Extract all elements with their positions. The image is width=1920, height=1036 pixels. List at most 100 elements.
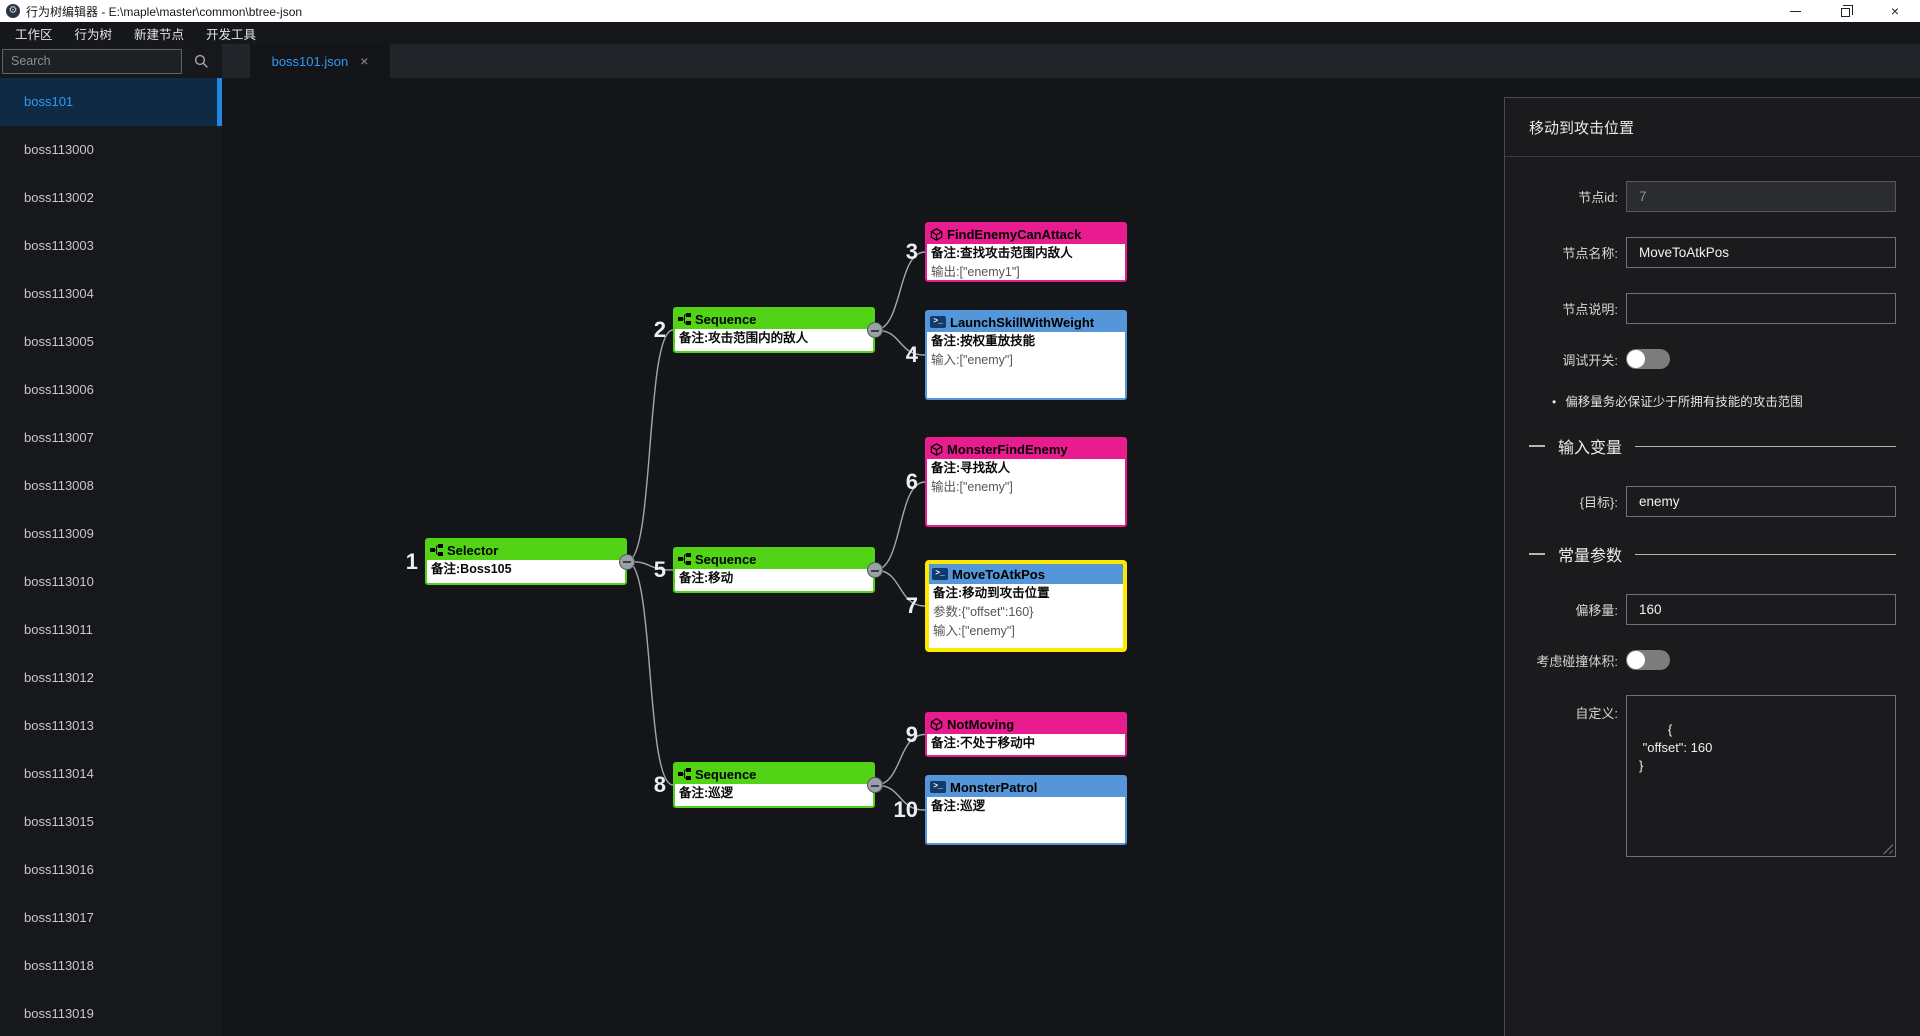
node-header: Sequence (675, 309, 873, 329)
offset-field[interactable] (1626, 594, 1896, 625)
collapse-connector-icon[interactable] (867, 322, 883, 338)
node-name-field[interactable] (1626, 237, 1896, 268)
node-order-number: 5 (653, 557, 666, 582)
node-header: >_MoveToAtkPos (929, 564, 1123, 584)
debug-toggle-label: 调试开关: (1562, 352, 1618, 368)
node-body: 备注:巡逻 (675, 784, 873, 803)
resize-grip-icon[interactable] (1883, 844, 1893, 854)
close-icon: × (1890, 3, 1900, 19)
sidebar-item-boss113018[interactable]: boss113018 (24, 958, 94, 973)
sidebar-item-boss113015[interactable]: boss113015 (24, 814, 94, 829)
action-node-icon: >_ (930, 781, 946, 793)
collapse-connector-icon[interactable] (867, 777, 883, 793)
input-vars-title: 输入变量 (1558, 440, 1623, 457)
sidebar-item-boss113008[interactable]: boss113008 (24, 478, 94, 493)
node-order-number: 9 (905, 721, 918, 747)
search-button[interactable] (182, 48, 220, 74)
sidebar-item-boss113009[interactable]: boss113009 (24, 526, 94, 541)
node-header: Sequence (675, 764, 873, 784)
target-row: {目标}: (1505, 486, 1896, 517)
collapse-connector-icon[interactable] (867, 562, 883, 578)
minimize-button[interactable] (1770, 0, 1820, 22)
bullet-icon: • (1552, 395, 1557, 409)
node-order-number: 7 (905, 593, 918, 618)
tab-close-icon[interactable]: × (360, 53, 369, 69)
node-line: 输出:["enemy"] (931, 480, 1013, 494)
restore-button[interactable] (1820, 0, 1870, 22)
menu-new-node[interactable]: 新建节点 (134, 27, 185, 42)
sidebar-item-boss113010[interactable]: boss113010 (24, 574, 94, 589)
node-name-row: 节点名称: (1505, 237, 1896, 268)
node-body: 备注:攻击范围内的敌人 (675, 329, 873, 348)
sidebar-item-boss113012[interactable]: boss113012 (24, 670, 94, 685)
node-title: MonsterFindEnemy (947, 441, 1068, 457)
restore-icon (1840, 4, 1853, 17)
node-id-label: 节点id: (1578, 190, 1618, 205)
sidebar-item-boss113014[interactable]: boss113014 (24, 766, 94, 781)
sidebar-item-boss113003[interactable]: boss113003 (24, 238, 94, 253)
node-order-number: 4 (905, 342, 918, 367)
search-input[interactable] (2, 48, 182, 74)
node-title: FindEnemyCanAttack (947, 226, 1082, 242)
sidebar-item-boss113011[interactable]: boss113011 (24, 622, 93, 637)
custom-json-text: { "offset": 160 } (1639, 722, 1713, 773)
node-Sequence[interactable]: Sequence 备注:巡逻 (673, 762, 875, 808)
menu-dev-tools[interactable]: 开发工具 (206, 27, 257, 42)
target-label: {目标}: (1579, 495, 1618, 510)
sidebar-item-boss113019[interactable]: boss113019 (24, 1006, 94, 1021)
menu-workspace[interactable]: 工作区 (15, 27, 53, 42)
node-header: >_ MonsterPatrol (927, 777, 1125, 797)
offset-row: 偏移量: (1505, 594, 1896, 625)
node-header: FindEnemyCanAttack (927, 224, 1125, 244)
node-line: 输入:["enemy"] (933, 624, 1015, 638)
custom-json-field[interactable]: { "offset": 160 } (1626, 695, 1896, 857)
input-vars-section: 输入变量 (1529, 434, 1896, 458)
edge-connector-line (626, 329, 674, 563)
node-title: MoveToAtkPos (952, 566, 1045, 582)
sidebar-item-boss113006[interactable]: boss113006 (24, 382, 94, 397)
sidebar-item-boss113016[interactable]: boss113016 (24, 862, 94, 877)
const-params-title: 常量参数 (1558, 548, 1623, 565)
debug-toggle[interactable] (1626, 349, 1670, 369)
sidebar-item-boss113004[interactable]: boss113004 (24, 286, 94, 301)
sidebar-item-boss113000[interactable]: boss113000 (24, 142, 94, 157)
node-title: MonsterPatrol (950, 779, 1038, 795)
node-desc-field[interactable] (1626, 293, 1896, 324)
node-header: NotMoving (927, 714, 1125, 734)
node-line: 备注:巡逻 (679, 786, 734, 800)
sidebar-item-boss113013[interactable]: boss113013 (24, 718, 94, 733)
target-field[interactable] (1626, 486, 1896, 517)
custom-label: 自定义: (1575, 706, 1618, 721)
offset-note: • 偏移量务必保证少于所拥有技能的攻击范围 (1552, 394, 1896, 410)
node-body: 备注:Boss105 (427, 560, 625, 579)
offset-note-text: 偏移量务必保证少于所拥有技能的攻击范围 (1565, 395, 1803, 409)
panel-body: 节点id: 节点名称: 节点说明: 调试开关: • 偏移量务必保证少于所拥有技能… (1505, 157, 1920, 857)
section-dash-icon (1529, 553, 1545, 555)
sidebar-item-boss113002[interactable]: boss113002 (24, 190, 94, 205)
menu-behavior-tree[interactable]: 行为树 (74, 27, 113, 42)
sidebar-item-boss101[interactable]: boss101 (0, 78, 222, 126)
sidebar-item-boss113017[interactable]: boss113017 (24, 910, 94, 925)
debug-toggle-knob (1627, 350, 1645, 368)
node-line: 备注:寻找敌人 (931, 461, 1011, 475)
sidebar-item-boss113005[interactable]: boss113005 (24, 334, 94, 349)
sidebar-item-boss113007[interactable]: boss113007 (24, 430, 94, 445)
tab-boss101[interactable]: boss101.json × (250, 44, 390, 78)
node-title: LaunchSkillWithWeight (950, 314, 1095, 330)
collision-toggle[interactable] (1626, 650, 1670, 670)
node-line: 备注:按权重放技能 (931, 334, 1036, 348)
close-button[interactable]: × (1870, 0, 1920, 22)
node-MonsterFindEnemy[interactable]: MonsterFindEnemy 备注:寻找敌人输出:["enemy"] (925, 437, 1127, 527)
collapse-connector-icon[interactable] (619, 553, 635, 570)
window-controls: × (1770, 0, 1920, 22)
condition-node-icon (930, 717, 943, 731)
collision-toggle-row: 考虑碰撞体积: (1505, 650, 1896, 670)
